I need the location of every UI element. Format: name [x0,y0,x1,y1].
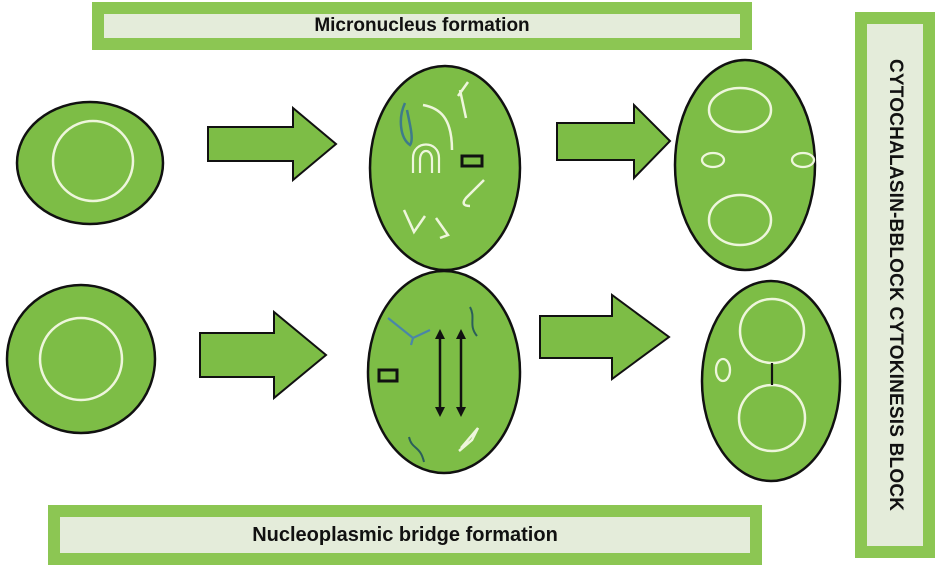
chromosome [408,436,425,463]
chromosome-fragment [402,209,427,235]
nucleus [51,119,135,203]
cytokinesis-block-text: CYTOCHALASIN-BBLOCK CYTOKINESIS BLOCK [885,58,906,512]
nucleoplasmic-bridge-label: Nucleoplasmic bridge formation [48,505,762,565]
cell-membrane [15,100,165,226]
equals-symbol-icon [377,368,399,383]
cell-membrane [5,283,157,435]
anaphase-cell-with-fragments [368,64,522,272]
mononucleated-cell-row2 [5,283,157,435]
arrow-right-icon [199,309,328,401]
chromosome-fragment [462,179,485,208]
dicentric-chromosome [387,317,431,346]
micronucleus [790,151,816,169]
chromosome [469,306,478,337]
cell-membrane [368,64,522,272]
anaphase-cell-with-dicentric [366,269,522,475]
micronucleus [700,151,726,169]
ring-chromosome [411,143,441,173]
chromosome-fragment [434,217,450,240]
nucleus [38,316,124,402]
binucleated-cell-with-micronuclei [673,58,817,272]
micronucleus-formation-label: Micronucleus formation [92,2,752,50]
mononucleated-cell-row1 [15,100,165,226]
binucleated-cell-with-bridge [700,279,842,483]
chromosome-fragment [458,427,480,452]
arrow-right-icon [207,105,338,183]
nucleoplasmic-bridge-text: Nucleoplasmic bridge formation [252,523,558,546]
main-nucleus [707,193,773,247]
chromosome-fragment [399,102,413,147]
micronucleus [714,357,732,383]
cytokinesis-block-label: CYTOCHALASIN-BBLOCK CYTOKINESIS BLOCK [855,12,935,558]
arrow-right-icon [539,293,671,381]
micronucleus-formation-text: Micronucleus formation [314,15,530,36]
main-nucleus [707,86,773,134]
arrow-right-icon [556,102,672,181]
chromosome-fragment [456,81,470,119]
equals-symbol-icon [460,154,484,168]
chromosome-fragment [422,103,454,151]
